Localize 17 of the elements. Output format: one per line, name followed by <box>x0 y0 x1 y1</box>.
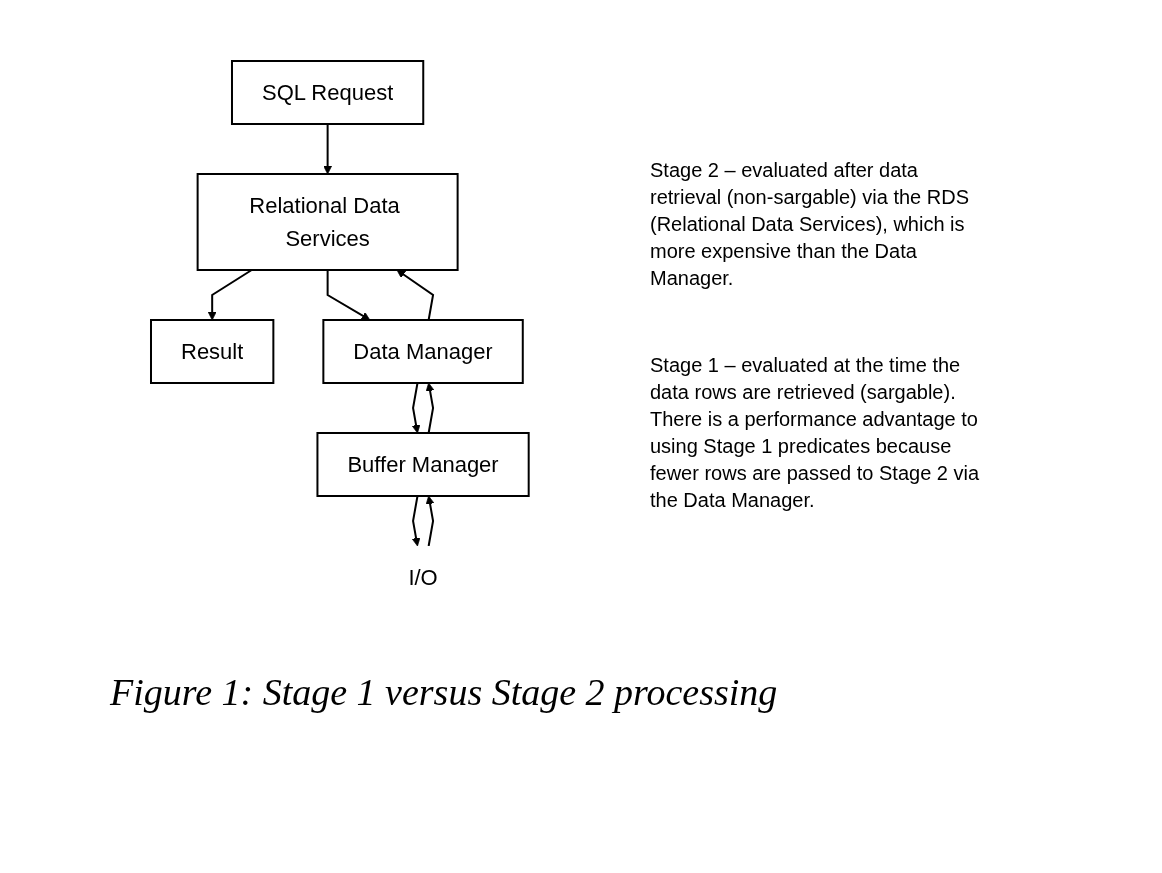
arrow <box>326 269 371 321</box>
note-text: Stage 2 – evaluated after data retrieval (non-sargable) via the RDS (Relational Data Services), which is more expensive than the Data Manager. <box>650 157 971 291</box>
arrow <box>396 269 435 321</box>
node-box: Relational Data Services <box>196 173 459 271</box>
arrow <box>425 495 435 547</box>
arrow <box>411 495 421 547</box>
arrow <box>323 123 333 175</box>
arrow <box>425 382 435 434</box>
figure-caption: Figure 1: Stage 1 versus Stage 2 processing <box>110 670 779 714</box>
node-text: I/O <box>408 565 438 590</box>
node-box: Result <box>150 319 275 384</box>
node-box: Data Manager <box>322 319 524 384</box>
node-box: SQL Request <box>231 60 425 125</box>
arrow <box>411 382 421 434</box>
arrow <box>207 269 253 321</box>
note-text: Stage 1 – evaluated at the time the data rows are retrieved (sargable). There is a performance advantage to using Stage 1 predicates because fewer rows are passed to Stage 2 via the Data Manager. <box>650 352 980 513</box>
node-box: Buffer Manager <box>316 432 530 497</box>
